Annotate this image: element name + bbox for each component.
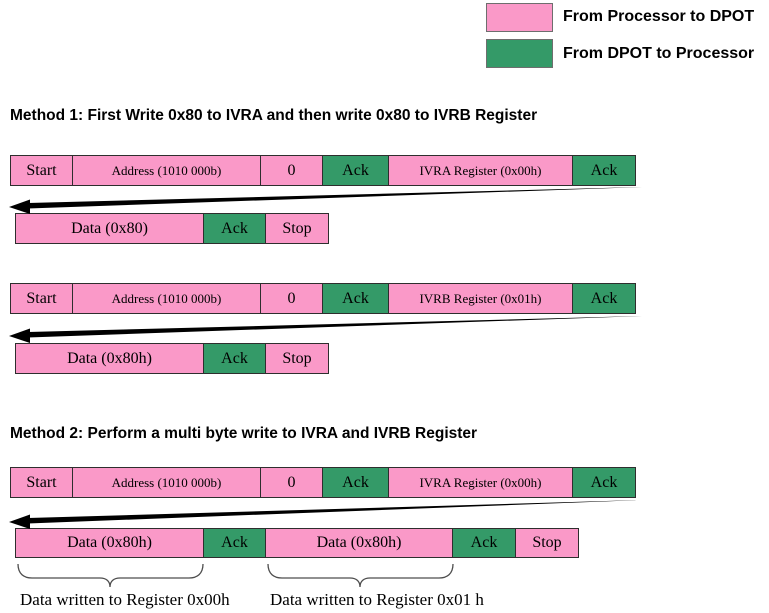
legend-swatch-dpot-to-processor xyxy=(486,39,553,68)
segment-stop: Stop xyxy=(515,528,579,558)
segment-stop: Stop xyxy=(265,213,329,244)
segment-ack: Ack xyxy=(203,528,266,558)
segment-data: Data (0x80) xyxy=(15,213,204,244)
method2-title: Method 2: Perform a multi byte write to … xyxy=(10,425,478,442)
segment-address: Address (1010 000b) xyxy=(72,283,261,314)
wrap-arrow-icon xyxy=(9,316,642,343)
segment-ack: Ack xyxy=(572,155,636,186)
segment-start: Start xyxy=(10,155,73,186)
legend-label-dpot-to-processor: From DPOT to Processor xyxy=(563,45,755,62)
brace-register-0x00h xyxy=(17,563,204,588)
segment-ack: Ack xyxy=(322,155,389,186)
segment-ack: Ack xyxy=(203,343,266,374)
segment-ivrb-register: IVRB Register (0x01h) xyxy=(388,283,573,314)
segment-data: Data (0x80h) xyxy=(15,528,204,558)
segment-address: Address (1010 000b) xyxy=(72,155,261,186)
segment-start: Start xyxy=(10,467,73,498)
segment-ack: Ack xyxy=(203,213,266,244)
segment-data: Data (0x80h) xyxy=(15,343,204,374)
segment-ack: Ack xyxy=(572,467,636,498)
segment-ack: Ack xyxy=(452,528,516,558)
segment-address: Address (1010 000b) xyxy=(72,467,261,498)
method1-title: Method 1: First Write 0x80 to IVRA and t… xyxy=(10,107,538,124)
segment-data: Data (0x80h) xyxy=(265,528,453,558)
legend-label-processor-to-dpot: From Processor to DPOT xyxy=(563,8,755,25)
brace-register-0x01h xyxy=(267,563,454,588)
segment-rw-bit: 0 xyxy=(260,283,323,314)
wrap-arrow-icon xyxy=(9,500,642,529)
segment-rw-bit: 0 xyxy=(260,467,323,498)
annotation-register-0x01h: Data written to Register 0x01 h xyxy=(270,590,484,609)
legend-swatch-processor-to-dpot xyxy=(486,3,553,32)
segment-ivra-register: IVRA Register (0x00h) xyxy=(388,155,573,186)
annotation-register-0x00h: Data written to Register 0x00h xyxy=(20,590,230,609)
wrap-arrow-icon xyxy=(9,187,642,214)
segment-start: Start xyxy=(10,283,73,314)
segment-ivra-register: IVRA Register (0x00h) xyxy=(388,467,573,498)
segment-ack: Ack xyxy=(322,467,389,498)
segment-rw-bit: 0 xyxy=(260,155,323,186)
segment-ack: Ack xyxy=(572,283,636,314)
segment-ack: Ack xyxy=(322,283,389,314)
segment-stop: Stop xyxy=(265,343,329,374)
